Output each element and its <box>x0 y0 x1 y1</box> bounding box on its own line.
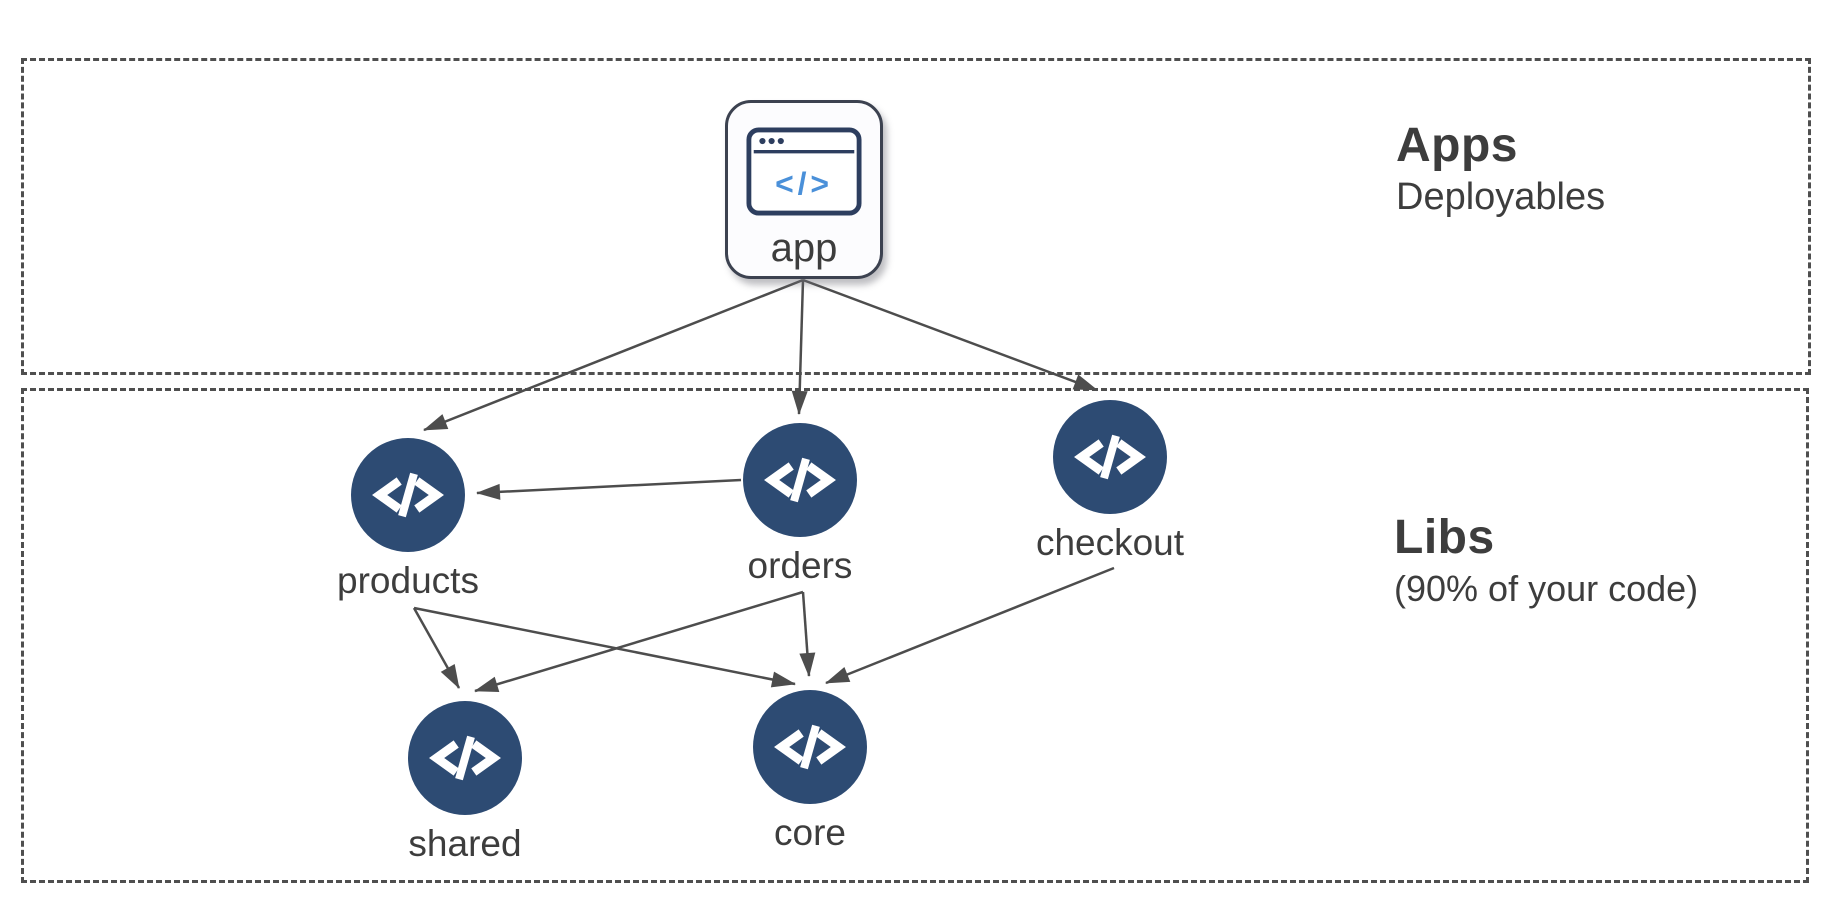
code-circle-icon <box>1053 400 1167 514</box>
apps-zone-subtitle: Deployables <box>1396 175 1606 218</box>
libs-zone-subtitle: (90% of your code) <box>1394 567 1699 609</box>
libs-zone <box>21 388 1809 883</box>
core-node: core <box>710 690 910 854</box>
shared-label: shared <box>408 823 522 864</box>
code-circle-icon <box>408 701 522 815</box>
apps-zone-title: Apps <box>1396 119 1518 172</box>
checkout-label: checkout <box>1035 522 1185 563</box>
core-label: core <box>774 812 846 853</box>
app-node: </> app <box>725 100 883 279</box>
app-label: app <box>770 226 838 270</box>
orders-label: orders <box>747 545 853 586</box>
code-glyph-icon <box>774 724 846 770</box>
code-glyph-icon <box>372 472 444 518</box>
code-circle-icon <box>753 690 867 804</box>
shared-node: shared <box>365 701 565 865</box>
code-glyph-icon <box>1074 434 1146 480</box>
orders-node: orders <box>700 423 900 587</box>
code-glyph-icon <box>429 735 501 781</box>
code-glyph-icon <box>764 457 836 503</box>
products-node: products <box>308 438 508 602</box>
svg-text:</>: </> <box>775 166 833 202</box>
libs-zone-title: Libs <box>1394 511 1495 564</box>
code-circle-icon <box>743 423 857 537</box>
code-circle-icon <box>351 438 465 552</box>
products-label: products <box>337 560 479 601</box>
libs-zone-header: Libs (90% of your code) <box>1394 510 1698 610</box>
browser-code-icon: </> <box>746 127 862 216</box>
apps-zone-header: Apps Deployables <box>1396 118 1605 220</box>
checkout-node: checkout <box>1010 400 1210 564</box>
